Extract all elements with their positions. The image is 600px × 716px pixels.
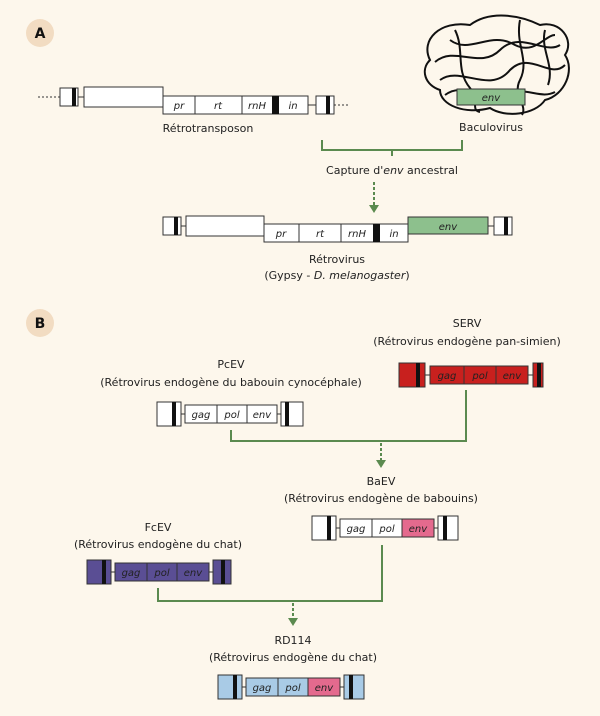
retrotransposon-pol-box xyxy=(162,95,309,115)
pcev-construct: gag pol env xyxy=(156,401,304,427)
gene-in: in xyxy=(288,101,297,112)
gene-rt: rt xyxy=(214,101,223,112)
baculovirus-env-label: env xyxy=(482,93,501,104)
baev-desc: (Rétrovirus endogène de babouins) xyxy=(284,492,478,505)
gene-rnh: rnH xyxy=(248,101,266,112)
fcev-desc: (Rétrovirus endogène du chat) xyxy=(74,538,242,551)
panel-b: B SERV (Rétrovirus endogène pan-simien) … xyxy=(26,309,561,700)
serv-gene-env: env xyxy=(503,371,522,382)
baev-name: BaEV xyxy=(367,475,396,488)
fcev-gene-env: env xyxy=(184,568,203,579)
merge-bracket-2 xyxy=(157,545,383,602)
baev-gene-gag: gag xyxy=(347,524,366,535)
rv-gene-pr: pr xyxy=(275,229,287,240)
serv-gene-pol: pol xyxy=(471,371,487,382)
baculovirus-label: Baculovirus xyxy=(459,121,523,134)
baev-gene-env: env xyxy=(409,524,428,535)
rv-gene-env: env xyxy=(439,222,458,233)
retrovirus-construct: pr rt rnH in env xyxy=(162,215,513,243)
panel-b-badge xyxy=(26,309,54,337)
serv-gene-gag: gag xyxy=(438,371,457,382)
rd114-gene-pol: pol xyxy=(284,683,300,694)
rd114-gene-gag: gag xyxy=(253,683,272,694)
rd114-desc: (Rétrovirus endogène du chat) xyxy=(209,651,377,664)
capture-label: Capture d'env ancestral xyxy=(326,164,458,177)
baev-construct: gag pol env xyxy=(311,515,459,541)
rv-gene-rt: rt xyxy=(316,229,325,240)
retrovirus-label: Rétrovirus xyxy=(309,253,365,266)
rd114-name: RD114 xyxy=(274,634,311,647)
serv-name: SERV xyxy=(453,317,482,330)
fcev-gene-pol: pol xyxy=(153,568,169,579)
panel-b-letter: B xyxy=(35,316,46,332)
baev-gene-pol: pol xyxy=(378,524,394,535)
retrotransposon-construct: pr rt rnH in xyxy=(38,86,348,115)
retrotransposon-gag-box xyxy=(83,86,164,108)
fcev-construct: gag pol env xyxy=(86,559,232,585)
rd114-construct: gag pol env xyxy=(217,674,365,700)
pcev-gene-env: env xyxy=(253,410,272,421)
pcev-name: PcEV xyxy=(217,358,245,371)
panel-a-badge xyxy=(26,19,54,47)
panel-a-letter: A xyxy=(35,26,46,42)
retrotransposon-label: Rétrotransposon xyxy=(163,122,254,135)
retrovirus-sublabel: (Gypsy - D. melanogaster) xyxy=(264,269,409,282)
serv-construct: gag pol env xyxy=(398,362,544,388)
serv-desc: (Rétrovirus endogène pan-simien) xyxy=(373,335,561,348)
panel-a: A pr rt rnH in Rétrotransposon xyxy=(26,14,570,282)
baculovirus-env-box xyxy=(456,88,526,106)
pcev-desc: (Rétrovirus endogène du babouin cynocéph… xyxy=(100,376,362,389)
pcev-gene-pol: pol xyxy=(223,410,239,421)
merge-bracket-1 xyxy=(230,390,467,442)
pcev-gene-gag: gag xyxy=(192,410,211,421)
fcev-gene-gag: gag xyxy=(122,568,141,579)
rv-gene-rnh: rnH xyxy=(348,229,366,240)
gene-pr: pr xyxy=(173,101,185,112)
rd114-gene-env: env xyxy=(315,683,334,694)
fcev-name: FcEV xyxy=(145,521,172,534)
capture-bracket xyxy=(321,140,463,156)
rv-gene-in: in xyxy=(389,229,398,240)
